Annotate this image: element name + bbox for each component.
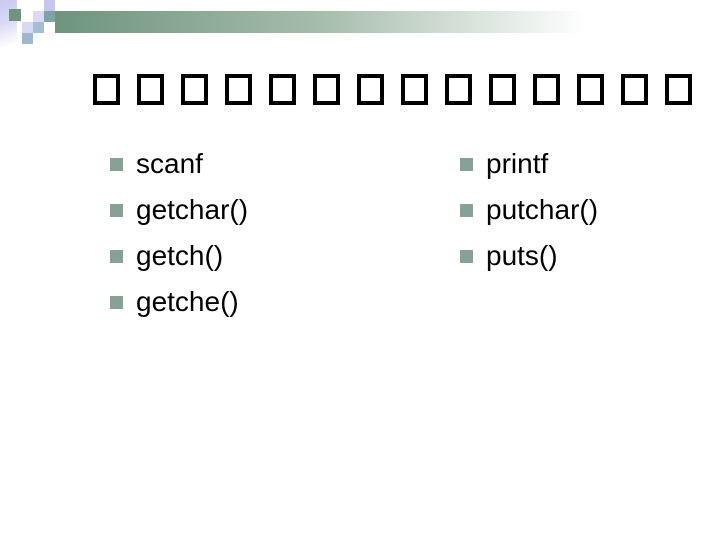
corner-pixel-square bbox=[44, 0, 55, 11]
missing-glyph-box bbox=[225, 74, 252, 105]
list-item: puts() bbox=[460, 242, 598, 270]
missing-glyph-box bbox=[181, 74, 208, 105]
missing-glyph-box bbox=[445, 74, 472, 105]
square-bullet-icon bbox=[110, 203, 123, 217]
list-item: printf bbox=[460, 150, 598, 178]
list-item-label: getchar() bbox=[136, 194, 249, 225]
missing-glyph-box bbox=[93, 74, 120, 105]
list-item-label: scanf bbox=[136, 148, 203, 179]
square-bullet-icon bbox=[460, 157, 473, 171]
square-bullet-icon bbox=[460, 249, 473, 263]
missing-glyph-box bbox=[533, 74, 560, 105]
corner-pixel-square bbox=[9, 9, 21, 21]
corner-pixel-square bbox=[22, 33, 33, 44]
square-bullet-icon bbox=[110, 295, 123, 309]
missing-glyph-box bbox=[577, 74, 604, 105]
list-item: putchar() bbox=[460, 196, 598, 224]
missing-glyph-box bbox=[621, 74, 648, 105]
list-item: getchar() bbox=[110, 196, 248, 224]
bullet-list-output-functions: printf putchar() puts() bbox=[460, 150, 598, 288]
missing-glyph-box bbox=[489, 74, 516, 105]
list-item-label: getch() bbox=[136, 240, 224, 271]
list-item: scanf bbox=[110, 150, 248, 178]
slide-title-missing-glyphs bbox=[93, 74, 692, 105]
missing-glyph-box bbox=[401, 74, 428, 105]
list-item: getch() bbox=[110, 242, 248, 270]
bullet-list-input-functions: scanf getchar() getch() getche() bbox=[110, 150, 248, 334]
corner-pixel-square bbox=[33, 11, 44, 22]
list-item-label: printf bbox=[486, 148, 549, 179]
list-item-label: putchar() bbox=[486, 194, 599, 225]
list-item-label: puts() bbox=[486, 240, 558, 271]
missing-glyph-box bbox=[269, 74, 296, 105]
corner-pixel-square bbox=[44, 11, 55, 22]
list-item-label: getche() bbox=[136, 286, 239, 317]
square-bullet-icon bbox=[110, 249, 123, 263]
corner-pixel-square bbox=[33, 22, 44, 33]
missing-glyph-box bbox=[665, 74, 692, 105]
corner-pixel-square bbox=[22, 22, 33, 33]
list-item: getche() bbox=[110, 288, 248, 316]
square-bullet-icon bbox=[110, 157, 123, 171]
missing-glyph-box bbox=[313, 74, 340, 105]
missing-glyph-box bbox=[357, 74, 384, 105]
header-gradient-bar bbox=[55, 11, 720, 33]
corner-gradient-bar bbox=[0, 0, 17, 46]
square-bullet-icon bbox=[460, 203, 473, 217]
missing-glyph-box bbox=[137, 74, 164, 105]
